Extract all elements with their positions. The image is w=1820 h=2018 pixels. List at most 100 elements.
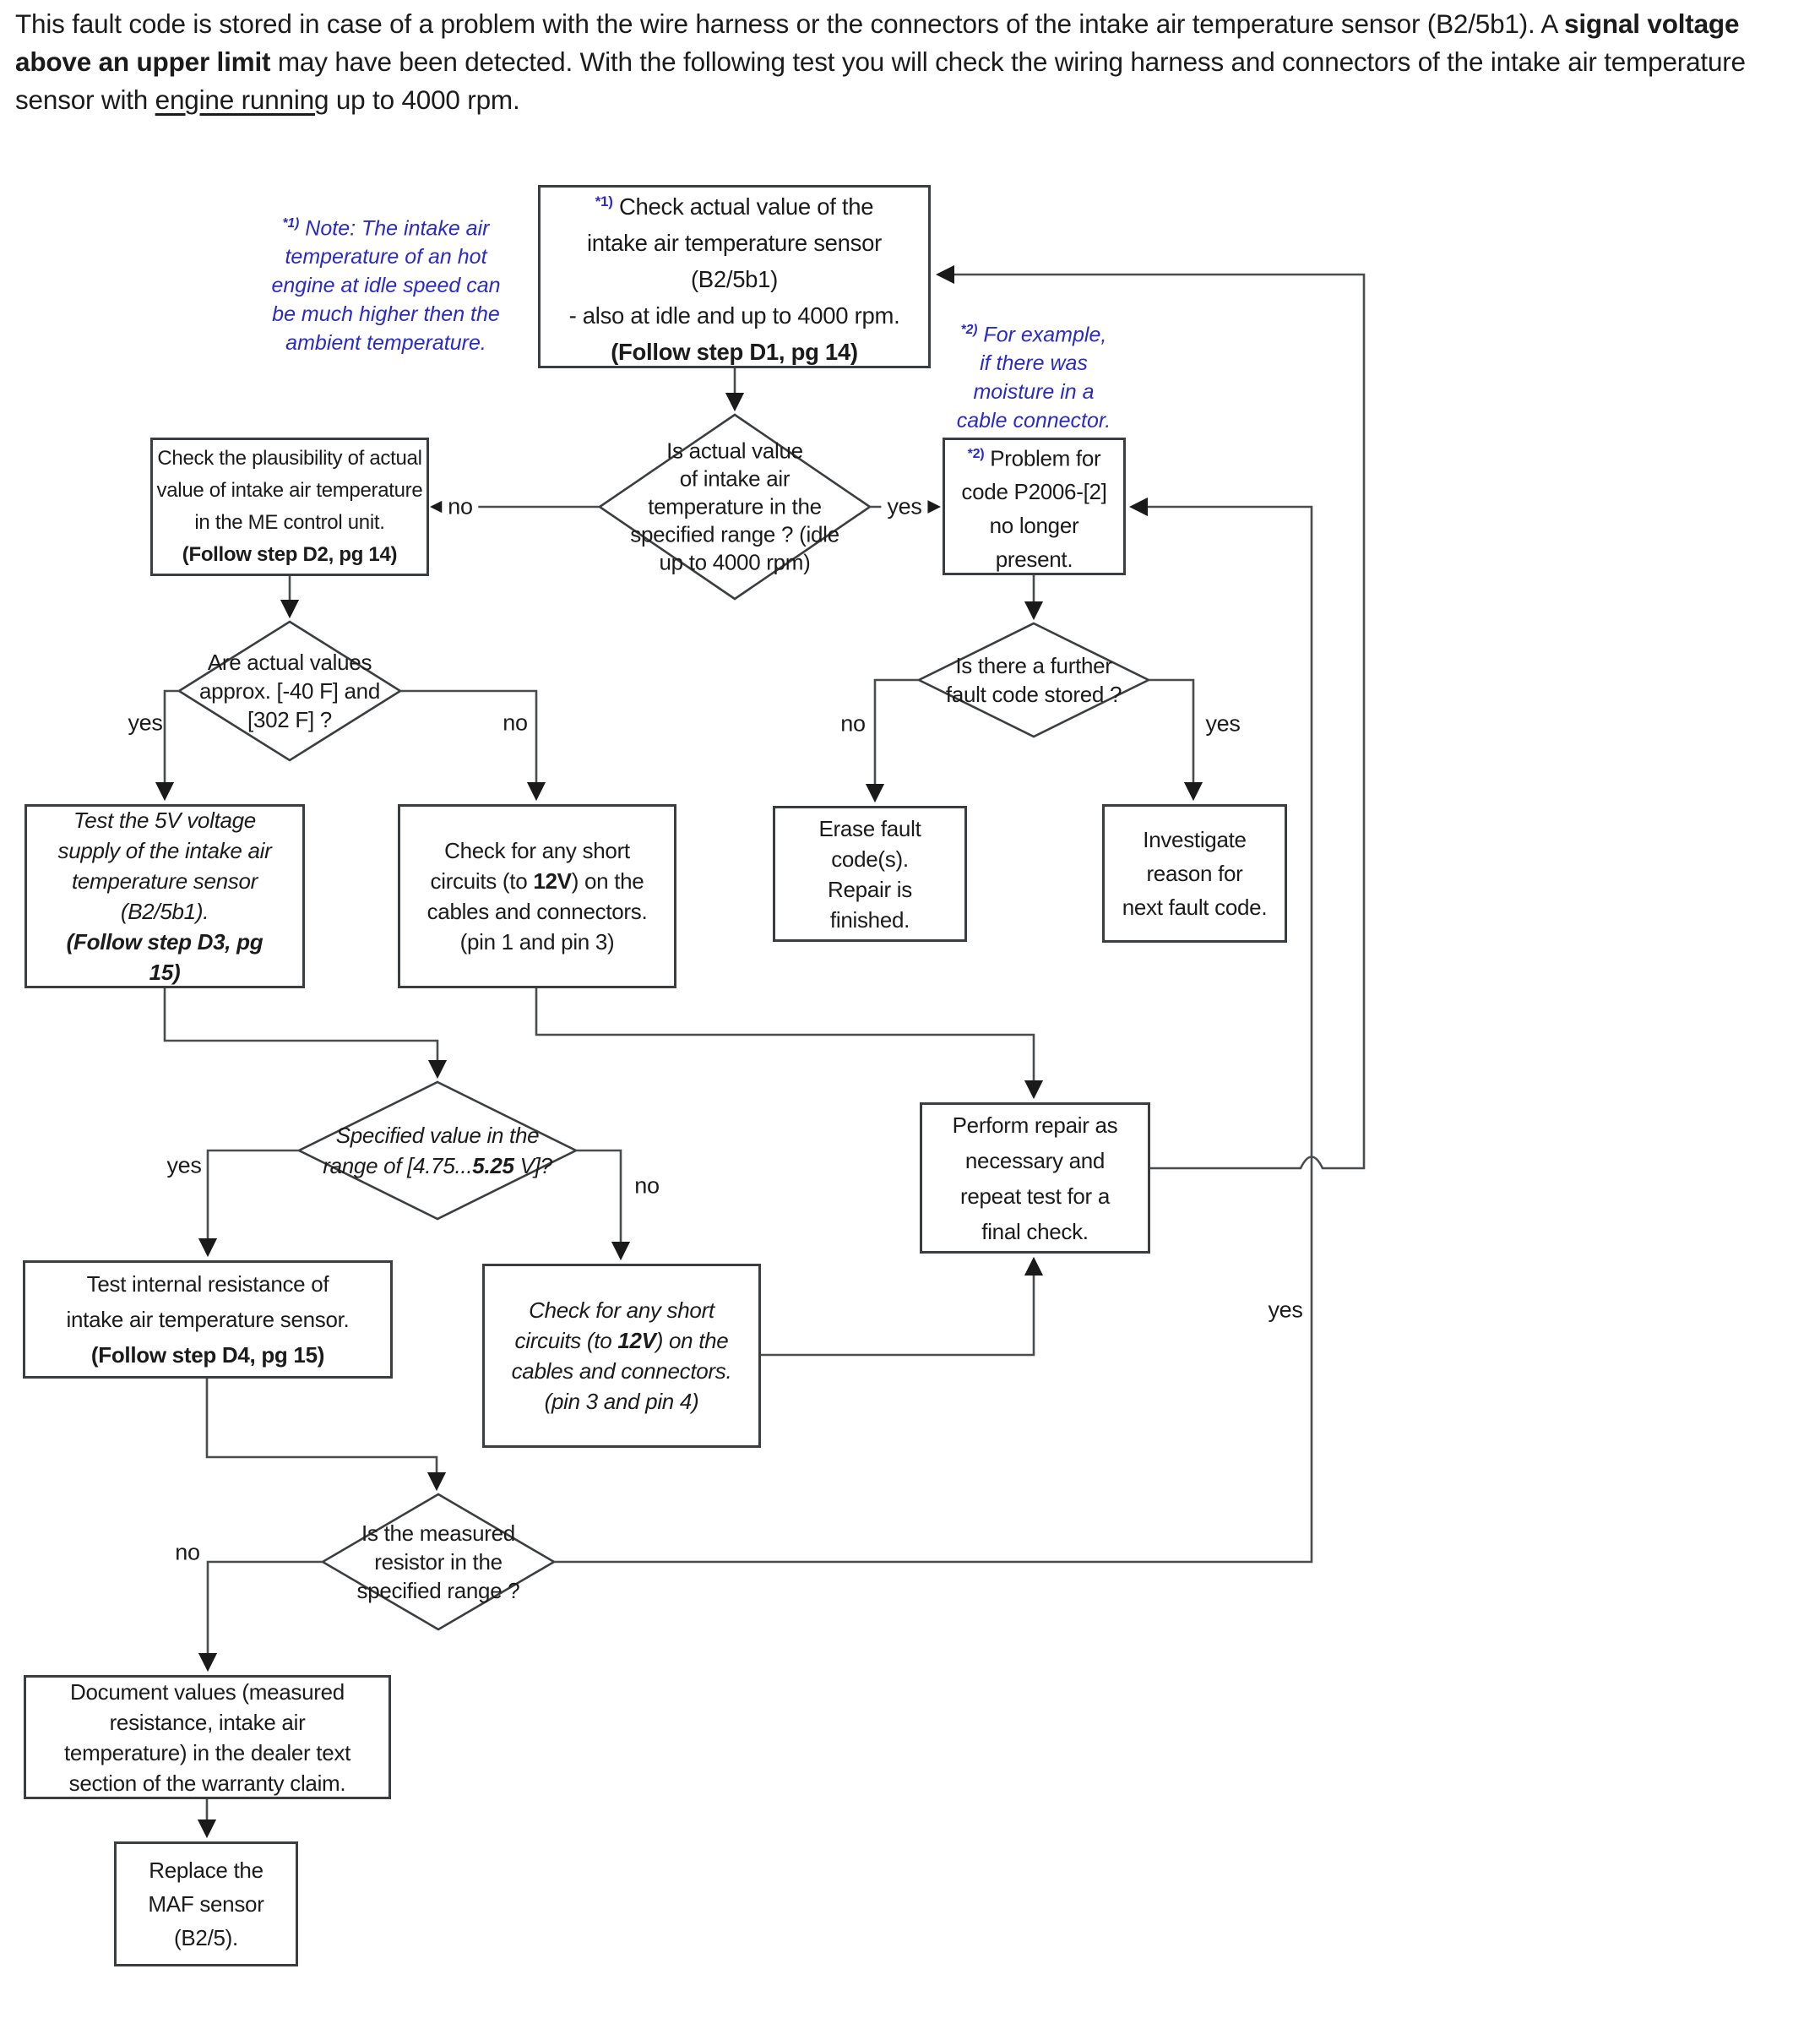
text-segment: Erase fault	[818, 815, 921, 841]
text-segment: may have been detected. With the followi…	[15, 46, 1746, 115]
footnote-marker: *2)	[967, 445, 985, 461]
text-line: present.	[996, 542, 1073, 576]
text-line: approx. [-40 F] and	[199, 677, 380, 705]
text-segment: engine running	[155, 84, 329, 115]
text-segment: Perform repair as	[952, 1112, 1118, 1138]
text-segment: (B2/5b1)	[690, 266, 779, 293]
text-segment: Document values (measured	[70, 1678, 345, 1705]
edge-label-yes-d2: yes	[128, 710, 163, 736]
text-line: Investigate	[1143, 823, 1247, 857]
text-segment: Problem for	[984, 445, 1101, 471]
text-line: section of the warranty claim.	[69, 1768, 346, 1798]
text-line: Check the plausibility of actual	[157, 443, 422, 475]
text-line: intake air temperature sensor	[587, 225, 882, 261]
text-line: circuits (to 12V) on the	[515, 1325, 729, 1356]
text-line: *1) Note: The intake air	[271, 209, 500, 242]
text-line: Check for any short	[444, 835, 630, 866]
text-line: Erase fault	[819, 813, 921, 844]
text-line: cables and connectors.	[427, 896, 648, 927]
text-segment: temperature sensor	[71, 868, 258, 894]
footnote-1: *1) Note: The intake air temperature of a…	[271, 209, 500, 357]
text-segment: Check actual value of the	[612, 193, 874, 220]
text-segment: 5.25	[472, 1153, 514, 1178]
text-line: Test internal resistance of	[87, 1266, 329, 1302]
text-segment: V]?	[513, 1153, 552, 1178]
node-document-values: Document values (measured resistance, int…	[24, 1675, 391, 1799]
text-segment: intake air temperature sensor	[587, 230, 882, 257]
text-line: Are actual values	[199, 648, 380, 677]
text-segment: temperature of an hot	[285, 245, 487, 269]
footnote-marker: *1)	[595, 193, 613, 209]
text-line: intake air temperature sensor.	[67, 1302, 350, 1337]
edge-perform-to-check	[935, 264, 1366, 1170]
edge-d2-yes	[155, 689, 179, 802]
text-segment: MAF sensor	[148, 1891, 264, 1917]
text-segment: [302 F] ?	[247, 707, 332, 732]
edge-internal-to-d5	[205, 1379, 447, 1492]
text-segment: supply of the intake air	[57, 838, 272, 863]
text-line: Perform repair as	[953, 1107, 1118, 1143]
text-line: 15)	[149, 957, 181, 987]
text-segment: Test the 5V voltage	[73, 808, 256, 833]
text-line: (B2/5b1).	[121, 896, 209, 927]
text-segment: (Follow step D1, pg 14)	[611, 339, 858, 366]
text-line: if there was	[957, 349, 1111, 378]
text-line: Document values (measured	[70, 1677, 345, 1707]
text-line: cables and connectors.	[512, 1356, 732, 1386]
text-line: (B2/5b1)	[691, 261, 778, 297]
text-segment: Replace the	[149, 1858, 263, 1883]
text-segment: Check for any short	[529, 1297, 714, 1323]
text-segment: value of intake air temperature	[156, 479, 423, 502]
text-segment: Test internal resistance of	[86, 1271, 329, 1297]
edge-label-no-d2: no	[503, 710, 528, 736]
text-segment: cable connector.	[956, 409, 1111, 433]
text-line: necessary and	[965, 1143, 1106, 1178]
text-segment: Is there a further	[955, 653, 1112, 678]
text-segment: intake air temperature sensor.	[66, 1307, 350, 1332]
text-segment: of intake air	[679, 465, 790, 492]
text-segment: present.	[995, 547, 1073, 573]
text-line: next fault code.	[1122, 890, 1268, 924]
node-check-actual-value: *1) Check actual value of the intake air …	[538, 185, 931, 368]
text-line: (Follow step D1, pg 14)	[611, 334, 858, 370]
text-segment: in the ME control unit.	[194, 511, 385, 534]
decision-specified-value-range-shape	[296, 1080, 579, 1221]
text-segment: Specified value in the	[335, 1123, 540, 1148]
text-line: specified range ? (idle	[630, 521, 839, 549]
text-segment: (pin 3 and pin 4)	[544, 1389, 699, 1414]
text-segment: resistance, intake air	[109, 1709, 306, 1735]
text-line: temperature sensor	[72, 866, 258, 896]
intro-paragraph: This fault code is stored in case of a p…	[15, 5, 1809, 119]
text-line: repeat test for a	[960, 1178, 1110, 1214]
footnote-marker: *2)	[960, 323, 978, 337]
text-line: (pin 1 and pin 3)	[460, 927, 615, 957]
edge-short34-to-perform	[761, 1256, 1044, 1357]
edge-label-no-d3: no	[840, 710, 866, 737]
text-segment: specified range ?	[356, 1578, 520, 1603]
text-segment: specified range ? (idle	[630, 521, 839, 547]
text-line: ambient temperature.	[271, 329, 500, 357]
text-line: code(s).	[831, 844, 909, 874]
text-segment: approx. [-40 F] and	[199, 678, 380, 704]
edge-d2-no	[400, 689, 546, 802]
text-line: MAF sensor	[148, 1887, 263, 1921]
text-segment: code(s).	[831, 846, 909, 872]
text-line: finished.	[830, 905, 910, 935]
footnote-marker: *1)	[282, 216, 300, 231]
text-segment: be much higher then the	[272, 302, 500, 327]
text-segment: ambient temperature.	[285, 331, 486, 356]
text-line: (Follow step D3, pg	[67, 927, 263, 957]
text-line: (Follow step D4, pg 15)	[91, 1337, 325, 1373]
text-segment: up to 4000 rpm.	[329, 84, 520, 115]
text-segment: finished.	[829, 906, 910, 933]
text-line: up to 4000 rpm)	[630, 549, 839, 577]
